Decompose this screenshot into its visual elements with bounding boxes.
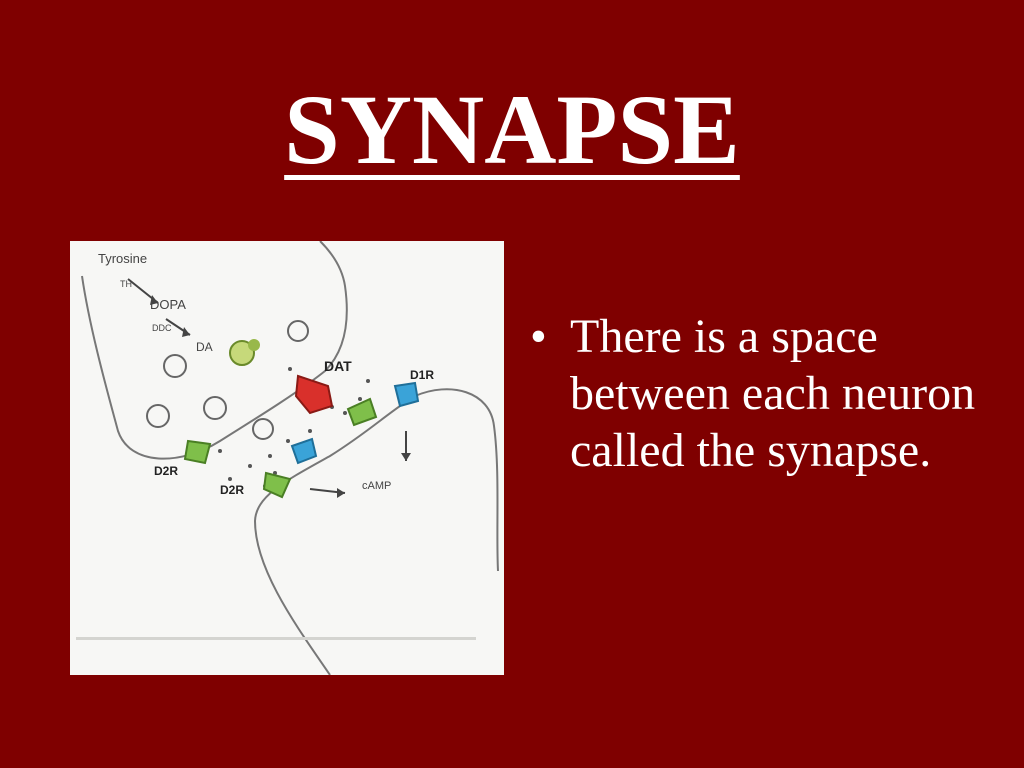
label-d1r: D1R [410,368,434,382]
arrow-heads [150,295,411,498]
postsynaptic-membrane [253,388,499,675]
bullet-marker: • [530,310,547,363]
d2-receptor-presynaptic [183,439,212,465]
slide-title: SYNAPSE [0,70,1024,190]
label-dat: DAT [324,358,352,374]
d1-receptor [393,381,420,408]
d2-receptor-postsynaptic [262,471,292,499]
vesicle-dopamine-cluster [229,339,260,366]
synaptic-vesicles [146,320,309,440]
bullet-item: • There is a space between each neuron c… [530,308,1000,479]
label-tyrosine: Tyrosine [98,251,147,266]
label-da: DA [196,340,213,354]
bullet-text: There is a space between each neuron cal… [570,310,976,477]
synapse-diagram-svg: Tyrosine TH DOPA DDC DA DAT D1R D2R D2R … [76,241,499,675]
figure-caption-line [76,637,476,640]
dat-transporter [294,374,334,415]
synapse-diagram: Tyrosine TH DOPA DDC DA DAT D1R D2R D2R … [70,241,504,675]
slide-title-text: SYNAPSE [284,74,740,185]
presynaptic-membrane [81,241,348,460]
label-d2r-postsynaptic: D2R [220,483,244,497]
label-d2r-presynaptic: D2R [154,464,178,478]
label-ddc: DDC [152,323,172,333]
d2-receptor-mid [346,397,378,427]
label-camp: cAMP [362,480,391,492]
d1-receptor-mid [290,437,318,465]
bullet-list: • There is a space between each neuron c… [530,308,1000,479]
label-dopa: DOPA [150,297,186,312]
label-th: TH [120,279,132,289]
